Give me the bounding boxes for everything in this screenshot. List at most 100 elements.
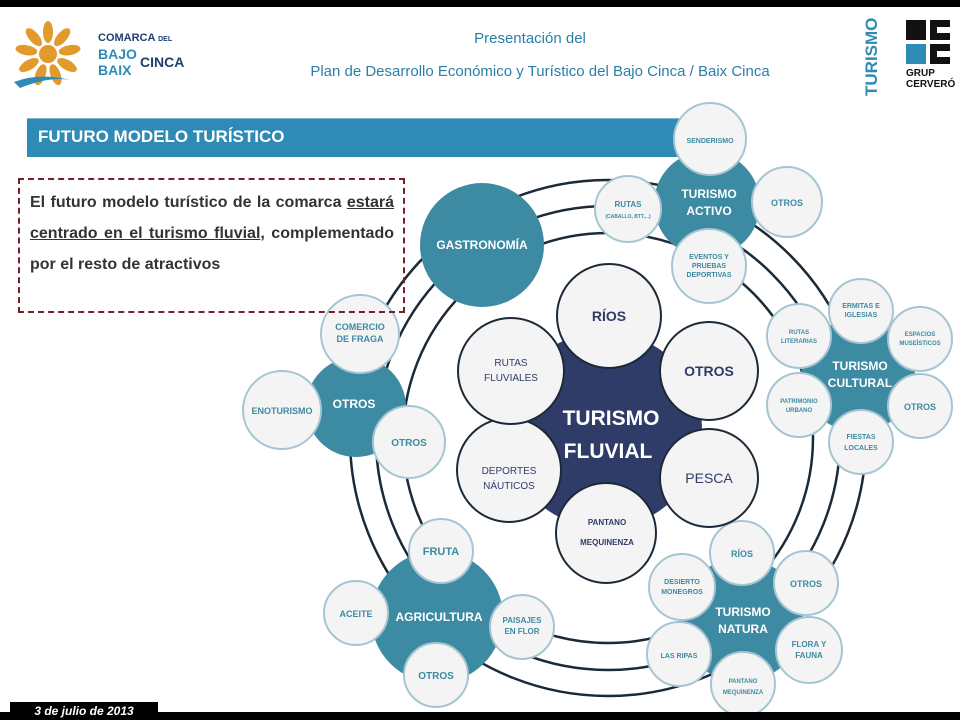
intro-text-box: El futuro modelo turístico de la comarca… (18, 178, 405, 313)
rios-natura-label: RÍOS (731, 549, 753, 559)
ermitas-label-1: ERMITAS E (842, 303, 880, 310)
intro-paragraph: El futuro modelo turístico de la comarca… (30, 194, 394, 273)
cultural-hub-label-2: CULTURAL (828, 376, 892, 390)
logo-cinca: CINCA (140, 54, 185, 70)
inner-node-otros (659, 321, 759, 421)
logo-baix: BAIX (98, 62, 132, 78)
flora-label-1: FLORA Y (792, 640, 827, 649)
inner-deportes-label-1: DEPORTES (482, 466, 537, 477)
las-ripas-node (646, 621, 712, 687)
senderismo-label: SENDERISMO (686, 138, 734, 145)
gastronomia-label: GASTRONOMÍA (436, 237, 528, 252)
agricultura-hub-label: AGRICULTURA (395, 610, 482, 624)
grup-cervero-mark-icon (906, 20, 950, 64)
section-title: FUTURO MODELO TURÍSTICO (38, 127, 285, 146)
espacios-museisticos-node (887, 306, 953, 372)
eventos-deportivas-node (671, 228, 747, 304)
agricultura-hub (371, 551, 503, 683)
top-bar (0, 0, 960, 7)
comercio-label-2: DE FRAGA (337, 334, 385, 344)
natura-hub-label-1: TURISMO (715, 605, 770, 619)
flora-label-2: FAUNA (795, 651, 823, 660)
inner-rios-label: RÍOS (592, 308, 626, 324)
pantano-natura-label-1: PANTANO (729, 679, 758, 685)
otros-agri-node (403, 642, 469, 708)
aceite-label: ACEITE (339, 609, 372, 619)
ermitas-node (828, 278, 894, 344)
inner-node-rutas-fluviales (457, 317, 565, 425)
rutas-literarias-node (766, 303, 832, 369)
otros-natura-node (773, 550, 839, 616)
ermitas-label-2: IGLESIAS (845, 312, 878, 319)
otros-natura-label: OTROS (790, 579, 822, 589)
desierto-monegros-node (648, 553, 716, 621)
fluvial-label-2: FLUVIAL (564, 440, 653, 463)
senderismo-node (673, 102, 747, 176)
fluvial-label-1: TURISMO (563, 407, 660, 430)
rutas-lit-label-2: LITERARIAS (781, 339, 817, 345)
cultural-hub-label-1: TURISMO (832, 359, 887, 373)
turismo-activo-hub (654, 151, 760, 257)
fruta-label: FRUTA (423, 546, 460, 558)
otros-hub-label: OTROS (333, 397, 376, 411)
otros-left-label: OTROS (391, 438, 427, 449)
patrimonio-label-2: URBANO (786, 408, 813, 414)
inner-node-pantano (555, 482, 657, 584)
paisajes-flor-node (489, 594, 555, 660)
otros-activo-node (751, 166, 823, 238)
header-line-2: Plan de Desarrollo Económico y Turístico… (310, 63, 770, 80)
header-line-1: Presentación del (474, 30, 586, 47)
pantano-natura-label-2: MEQUINENZA (723, 690, 764, 696)
rutas-caballo-node (594, 175, 662, 243)
inner-deportes-label-2: NÁUTICOS (483, 479, 535, 492)
rutas-activo-label-1: RUTAS (615, 200, 643, 209)
inner-rutas-label-1: RUTAS (494, 358, 527, 369)
patrimonio-label-1: PATRIMONIO (780, 399, 818, 405)
comercio-label-1: COMERCIO (335, 322, 385, 332)
desierto-label-2: MONEGROS (661, 589, 703, 596)
enoturismo-node (242, 370, 322, 450)
gastronomia-hub (420, 183, 544, 307)
logo-comarca: COMARCA DEL (98, 32, 173, 44)
rutas-lit-label-1: RUTAS (789, 330, 809, 336)
logo-bajo: BAJO (98, 46, 137, 62)
inner-node-pesca (659, 428, 759, 528)
section-title-bar (27, 118, 697, 157)
paisajes-label-1: PAISAJES (503, 616, 543, 625)
rios-natura-node (709, 520, 775, 586)
inner-rutas-label-2: FLUVIALES (484, 373, 538, 384)
bottom-bar (0, 712, 960, 720)
otros-left-node (372, 405, 446, 479)
inner-node-rios (556, 263, 662, 369)
otros-agri-label: OTROS (418, 671, 454, 682)
inner-pesca-label: PESCA (685, 470, 733, 486)
fiestas-label-1: FIESTAS (846, 434, 875, 441)
otros-cultural-node (887, 373, 953, 439)
eventos-label-1: EVENTOS Y (689, 254, 729, 261)
flora-fauna-node (775, 616, 843, 684)
ripas-label: LAS RIPAS (661, 653, 698, 660)
otros-activo-label: OTROS (771, 198, 803, 208)
fiestas-locales-node (828, 409, 894, 475)
fiestas-label-2: LOCALES (844, 445, 878, 452)
rutas-activo-label-2: (CABALLO, BTT,...) (605, 214, 651, 220)
inner-pantano-label-1: PANTANO (588, 518, 626, 527)
intro-emphasis: estará centrado en el turismo fluvial (30, 194, 394, 242)
paisajes-label-2: EN FLOR (504, 627, 539, 636)
enoturismo-label: ENOTURISMO (251, 406, 312, 416)
desierto-label-1: DESIERTO (664, 579, 700, 586)
eventos-label-2: PRUEBAS (692, 263, 727, 270)
inner-otros-label: OTROS (684, 363, 734, 379)
patrimonio-urbano-node (766, 372, 832, 438)
activo-hub-label-1: TURISMO (681, 187, 736, 201)
espacios-label-1: ESPACIOS (905, 332, 936, 338)
fruta-node (408, 518, 474, 584)
date-label: 3 de julio de 2013 (10, 702, 158, 720)
comercio-fraga-node (320, 294, 400, 374)
comarca-sun-logo-icon (14, 21, 81, 88)
inner-pantano-label-2: MEQUINENZA (580, 538, 634, 547)
otros-cultural-label: OTROS (904, 402, 936, 412)
eventos-label-3: DEPORTIVAS (687, 272, 732, 279)
